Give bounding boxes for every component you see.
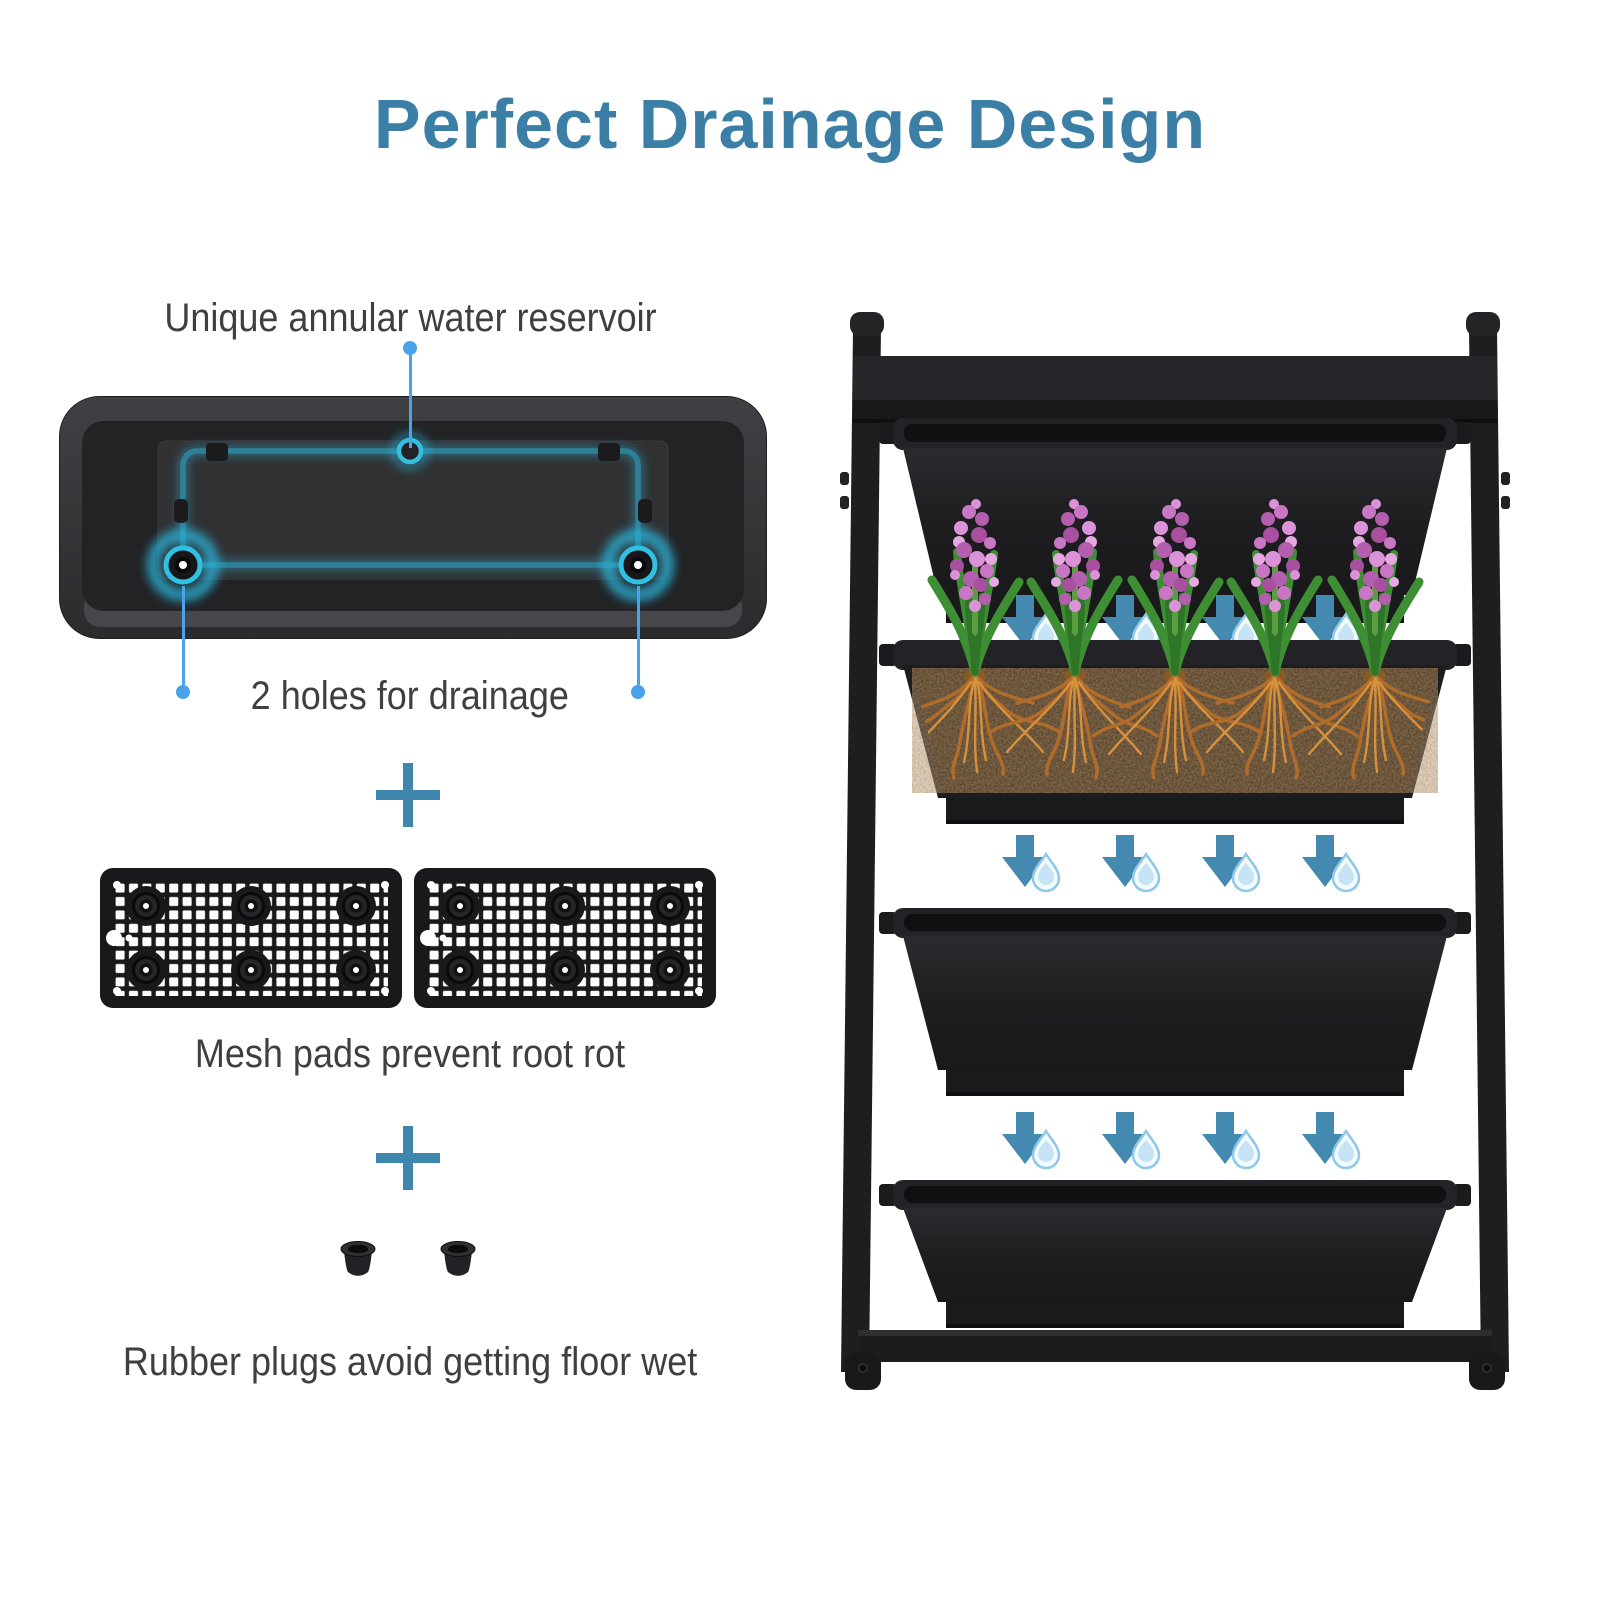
mesh-pad [100, 868, 404, 1008]
reservoir-label: Unique annular water reservoir [163, 296, 657, 340]
stand-top-rail [853, 356, 1497, 423]
water-flow-arrow-icon [1100, 833, 1161, 893]
leader-dot [176, 685, 190, 699]
stand-left-leg [840, 312, 884, 1372]
leader-line [408, 353, 412, 448]
rubber-plugs-label: Rubber plugs avoid getting floor wet [122, 1340, 698, 1384]
mesh-pad [412, 868, 716, 1008]
water-flow-arrow-icon [1200, 1110, 1261, 1170]
drainage-holes-label: 2 holes for drainage [250, 674, 570, 718]
water-flow-arrow-icon [1100, 1110, 1161, 1170]
water-flow-arrow-icon [1000, 1110, 1061, 1170]
leader-line [181, 586, 185, 685]
water-flow-arrow-icon [1300, 1110, 1361, 1170]
plus-icon [376, 763, 440, 827]
garden-stand-illustration [840, 312, 1510, 1390]
page-title: Perfect Drainage Design [373, 85, 1207, 163]
drainage-hole-right [602, 529, 674, 601]
leader-line [636, 586, 640, 685]
leader-dot [631, 685, 645, 699]
mesh-pads-label: Mesh pads prevent root rot [194, 1032, 626, 1076]
soil-cross-section [912, 668, 1438, 793]
water-flow-arrow-icon [1300, 833, 1361, 893]
leader-dot [403, 341, 417, 355]
stand-foot [845, 1352, 881, 1390]
mesh-pads-illustration [100, 868, 716, 1008]
water-flow-arrow-icon [1200, 833, 1261, 893]
rubber-plug-icon [440, 1241, 476, 1276]
drainage-arrow-row [1000, 833, 1361, 893]
planter-tier-3 [879, 908, 1471, 1096]
water-flow-arrow-icon [1000, 833, 1061, 893]
planter-tier-2-soil [879, 640, 1471, 824]
drainage-arrow-row [1000, 1110, 1361, 1170]
stand-bottom-rail [858, 1330, 1492, 1362]
stand-right-leg [1466, 312, 1510, 1372]
plus-icon [376, 1126, 440, 1190]
reservoir-planter-illustration [59, 396, 767, 639]
rubber-plug-icon [340, 1241, 376, 1276]
planter-tier-4 [879, 1180, 1471, 1328]
stand-foot [1469, 1352, 1505, 1390]
